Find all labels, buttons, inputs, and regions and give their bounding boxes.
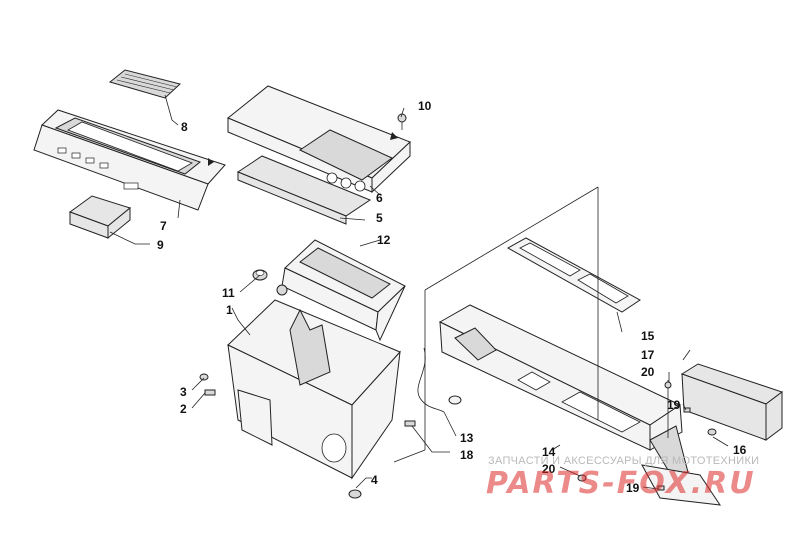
part-8-grille-filter <box>108 69 182 99</box>
watermark-logo: PARTS-FOX.RU <box>486 466 756 501</box>
callout-labels: 8 10 6 5 7 9 12 11 1 15 17 20 3 2 19 13 … <box>157 99 747 495</box>
callout-4: 4 <box>371 473 378 487</box>
watermark-text: ЗАПЧАСТИ И АКСЕССУАРЫ ДЛЯ МОТОТЕХНИКИ <box>488 455 760 467</box>
callout-6: 6 <box>376 191 383 205</box>
callout-5: 5 <box>376 211 383 225</box>
fastener-20-lower <box>577 474 587 482</box>
assembly-guide-lines <box>393 186 599 463</box>
part-10-screw <box>397 113 407 130</box>
callout-18: 18 <box>460 448 474 462</box>
part-7-cover <box>33 109 226 211</box>
callout-7: 7 <box>160 219 167 233</box>
fastener-20-upper <box>664 380 672 438</box>
callout-19b: 19 <box>626 481 640 495</box>
part-13-tube <box>417 347 462 413</box>
callout-17: 17 <box>641 348 655 362</box>
callout-16: 16 <box>733 443 747 457</box>
callout-14: 14 <box>542 445 556 459</box>
callout-20b: 20 <box>542 462 556 476</box>
fastener-18 <box>404 420 416 427</box>
callout-11: 11 <box>222 286 235 300</box>
callout-2: 2 <box>180 402 187 416</box>
callout-13: 13 <box>460 431 474 445</box>
part-15-gasket <box>506 237 641 313</box>
callout-19a: 19 <box>667 398 681 412</box>
callout-1: 1 <box>226 303 233 317</box>
fastener-3 <box>199 373 209 381</box>
fastener-2 <box>204 389 216 396</box>
part-6-tray <box>227 85 411 194</box>
callout-15: 15 <box>641 329 655 343</box>
callout-12: 12 <box>377 233 391 247</box>
fastener-19-lower <box>657 485 665 491</box>
callout-8: 8 <box>181 120 188 134</box>
callout-9: 9 <box>157 238 164 252</box>
fastener-4 <box>348 489 362 499</box>
callout-10: 10 <box>418 99 432 113</box>
leader-lines <box>109 94 729 490</box>
part-14-console <box>438 304 722 506</box>
callout-20a: 20 <box>641 365 655 379</box>
part-1-airbox <box>227 284 401 480</box>
callout-3: 3 <box>180 385 187 399</box>
fastener-19-upper <box>683 407 691 413</box>
part-16-foam-block <box>680 363 784 441</box>
part-5-foam-pad <box>236 155 372 225</box>
part-12-cover <box>281 239 406 342</box>
part-9-foam-filter <box>68 195 132 240</box>
